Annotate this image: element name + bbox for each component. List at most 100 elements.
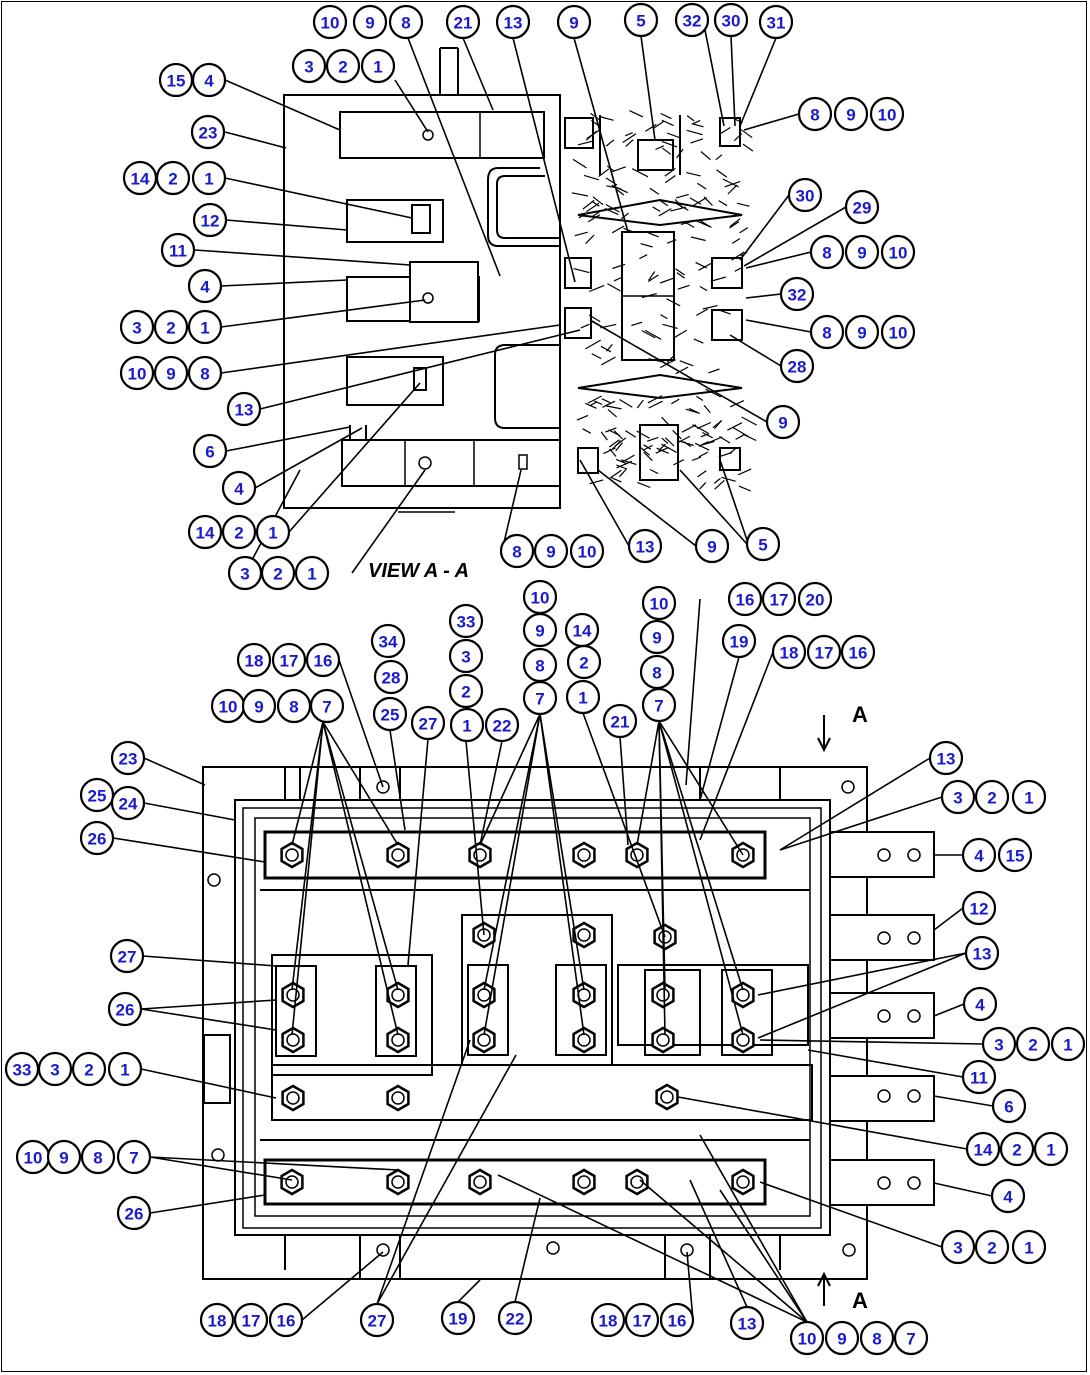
bolt-center [660,1090,674,1104]
hatch-stroke [653,120,665,129]
bolt-center [577,848,591,862]
callout-bubble: 23 [110,740,146,776]
hatch-stroke [580,323,590,329]
hatch-stroke [601,356,616,366]
callout-bubble: 2 [448,673,484,709]
hatch-stroke [727,184,738,195]
bolt-center [656,988,670,1002]
callout-number: 26 [116,1001,135,1020]
bolt-head [572,841,596,869]
hatch-stroke [674,202,689,211]
mounting-hole [207,873,221,887]
leader-line [457,1279,481,1303]
callout-bubble: 7 [522,680,558,716]
callout-number: 8 [200,365,209,384]
leader-line [639,1179,808,1323]
hatch-stroke [666,355,674,364]
callout-bubble: 16 [659,1302,695,1338]
callout-bubble: 1 [107,1051,143,1087]
callout-number: 16 [668,1312,687,1331]
hatch-stroke [700,433,710,438]
callout-number: 9 [857,324,866,343]
hatch-stroke [732,427,749,438]
section-mark-bottom: A [852,1288,868,1313]
bolt-head [651,981,675,1009]
leader-line [376,1039,471,1305]
hatch-stroke [625,139,634,147]
callout-bubble: 4 [221,470,257,506]
hatch-stroke [594,400,603,406]
bolt-head [386,841,410,869]
hatch-stroke [605,203,620,213]
callout-number: 33 [457,613,476,632]
callout-number: 10 [578,543,597,562]
callout-bubble: 22 [497,1300,533,1336]
mounting-hole [842,1243,856,1257]
callout-bubble: 14 [187,514,223,550]
hatch-stroke [742,143,754,152]
callout-bubble: 17 [624,1302,660,1338]
callout-number: 31 [767,14,786,33]
callout-bubble: 5 [623,2,659,38]
callout-bubble: 3 [291,48,327,84]
callout-number: 9 [535,622,544,641]
callout-number: 5 [758,536,767,555]
hatch-stroke [585,402,597,409]
callout-number: 10 [531,589,550,608]
callout-bubble: 24 [110,785,146,821]
callout-bubble: 8 [80,1139,116,1175]
bolt-center [656,1033,670,1047]
callout-number: 4 [975,996,985,1015]
heat-sink-assembly [564,115,743,481]
hatch-stroke [616,460,633,469]
hatch-stroke [688,407,700,414]
callout-bubble: 19 [440,1300,476,1336]
callout-bubble: 9 [556,4,592,40]
callout-bubble: 1 [1033,1131,1069,1167]
hatch-stroke [632,168,649,178]
callout-bubble: 10 [210,688,246,724]
callout-number: 10 [128,365,147,384]
hatch-stroke [662,323,678,329]
hatch-stroke [645,123,657,132]
callout-number: 9 [365,14,374,33]
callout-bubble: 1 [360,48,396,84]
callout-bubble: 30 [713,2,749,38]
callout-number: 9 [837,1330,846,1349]
callout-number: 14 [974,1141,993,1160]
callout-number: 8 [652,664,661,683]
callout-number: 1 [1046,1141,1055,1160]
callout-number: 13 [504,14,523,33]
hatch-stroke [592,211,600,217]
callout-bubble: 10 [569,533,605,569]
bolt-head [386,1026,410,1054]
leader-line [351,469,426,574]
callout-bubble: 9 [46,1139,82,1175]
hatch-stroke [716,169,728,178]
callout-number: 16 [277,1312,296,1331]
callout-bubble: 10 [522,579,558,615]
callout-number: 6 [205,443,214,462]
leader-line [389,729,406,831]
hatch-stroke [661,140,678,148]
callout-number: 3 [461,648,470,667]
leader-line [658,720,744,1036]
callout-number: 23 [119,750,138,769]
leader-line [143,757,206,786]
leader-line [704,29,725,127]
leader-line [745,293,782,299]
callout-number: 7 [654,697,663,716]
hatch-stroke [692,424,709,434]
leader-line [322,721,399,846]
leader-line [719,1189,808,1323]
hatch-stroke [693,338,704,344]
bolt-head [472,1026,496,1054]
hatch-stroke [696,182,707,190]
callout-bubble: 14 [965,1131,1001,1167]
mounting-hole [907,1009,921,1023]
hatch-stroke [719,309,731,315]
callout-number: 27 [368,1312,387,1331]
callout-number: 4 [1003,1188,1013,1207]
leader-line [338,659,384,788]
leader-line [640,35,656,141]
